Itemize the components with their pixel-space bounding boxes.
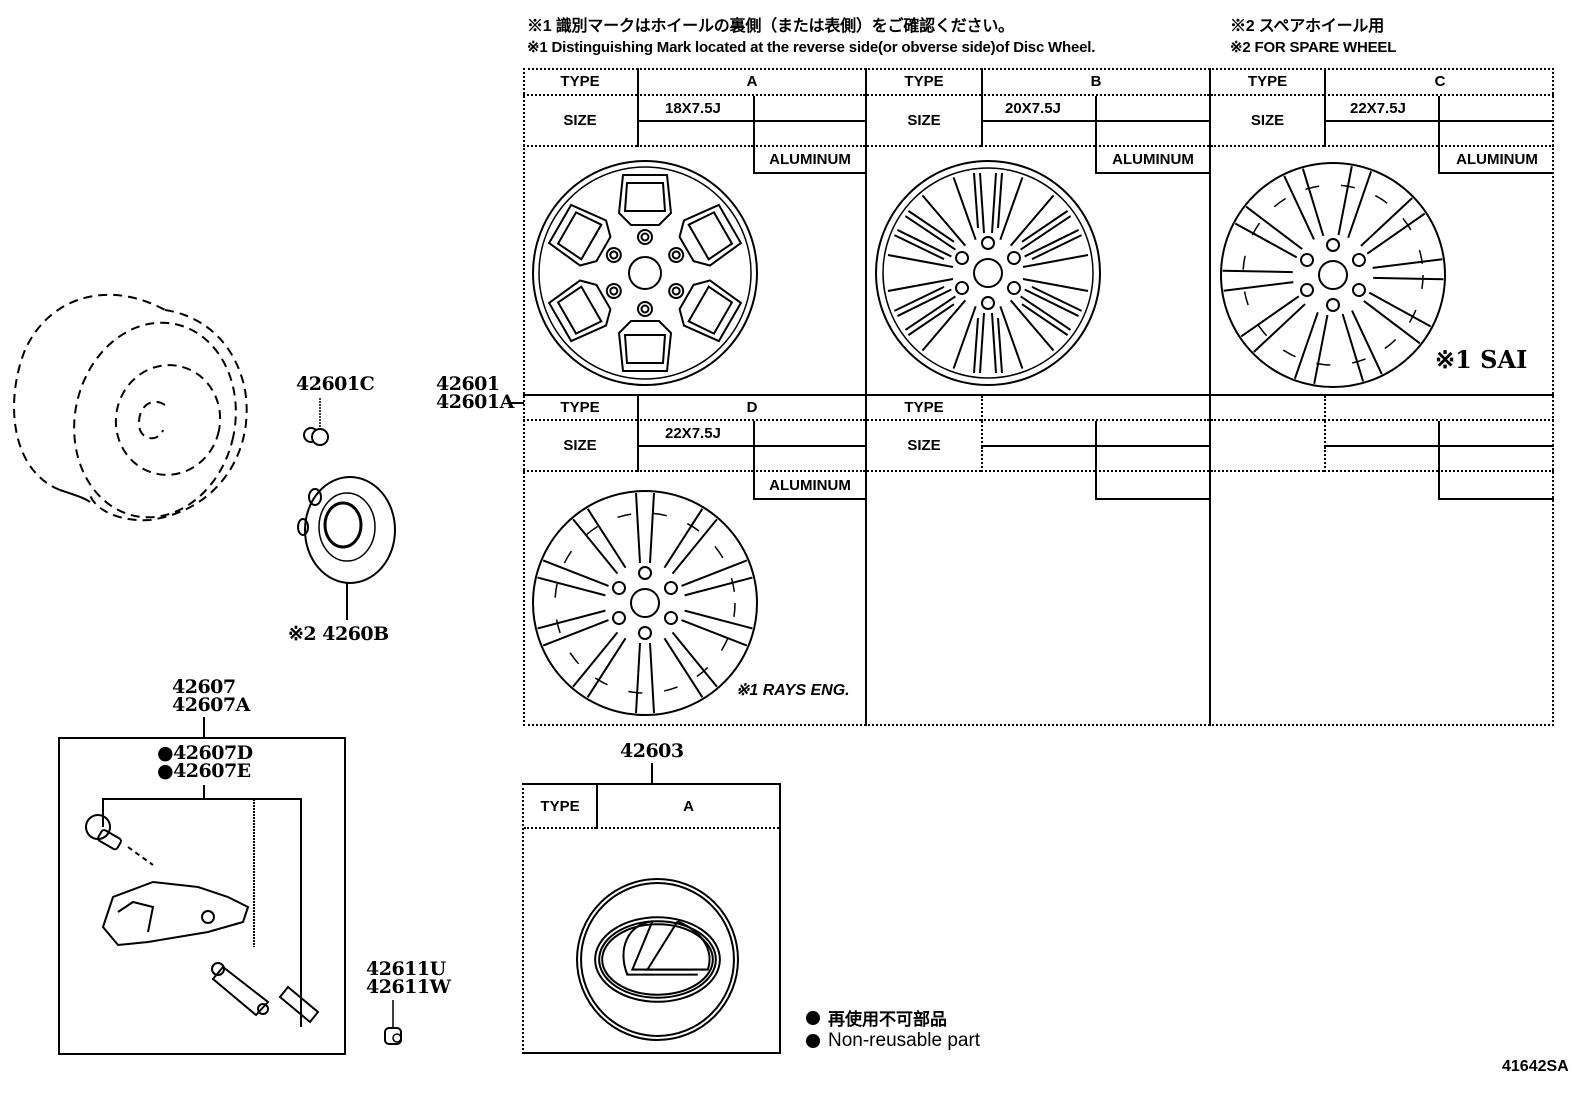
empty-cell <box>753 122 865 147</box>
size-label: SIZE <box>1211 96 1324 147</box>
empty-cell <box>1324 122 1438 147</box>
part-number-4260b[interactable]: ※2 4260B <box>288 623 389 645</box>
mark-rays-eng: ※1 RAYS ENG. <box>736 682 850 699</box>
empty-cell <box>1324 447 1438 472</box>
part-number-42607[interactable]: 42607 <box>172 676 236 698</box>
size-value-d: 22X7.5J <box>637 421 753 447</box>
type-label: TYPE <box>1211 68 1324 96</box>
empty-cell <box>1095 472 1209 500</box>
center-cap-table <box>522 783 781 1054</box>
part-number-42601[interactable]: 42601 <box>436 373 500 395</box>
size-value-c: 22X7.5J <box>1324 96 1438 122</box>
empty-cell <box>1438 96 1554 122</box>
table-divider <box>865 68 867 726</box>
material-c: ALUMINUM <box>1438 147 1554 174</box>
part-number-42611w[interactable]: 42611W <box>366 976 451 998</box>
empty-cell <box>1438 122 1554 147</box>
empty-cell <box>981 447 1095 472</box>
cap-type-value: A <box>596 785 779 829</box>
note2-jp: ※2 スペアホイール用 <box>1230 18 1385 35</box>
legend-en-text: Non-reusable part <box>828 1030 981 1051</box>
note2-en: ※2 FOR SPARE WHEEL <box>1230 39 1397 56</box>
note1-jp: ※1 識別マークはホイールの裏側（または表側）をご確認ください。 <box>527 18 1014 35</box>
bullet-icon <box>806 1010 820 1025</box>
empty-cell <box>1438 421 1554 447</box>
size-label: SIZE <box>523 421 637 472</box>
type-value-empty <box>981 396 1209 421</box>
size-label: SIZE <box>867 421 981 472</box>
part-number-42601c[interactable]: 42601C <box>296 373 375 395</box>
part-number-42601a[interactable]: 42601A <box>436 391 514 413</box>
type-value-c: C <box>1324 68 1554 96</box>
type-value-b: B <box>981 68 1209 96</box>
empty-cell <box>1095 447 1209 472</box>
empty-cell <box>1095 421 1209 447</box>
legend-jp: 再使用不可部品 <box>806 1005 947 1030</box>
leader-line <box>508 402 524 404</box>
empty-cell <box>1438 472 1554 500</box>
bullet-icon <box>806 1034 820 1048</box>
mark-sai: ※1 SAI <box>1435 345 1527 374</box>
valve-cap-icon <box>384 1000 402 1045</box>
type-value-d: D <box>637 396 865 421</box>
legend-en: Non-reusable part <box>806 1030 980 1052</box>
empty-cell <box>637 447 753 472</box>
part-number-42607a[interactable]: 42607A <box>172 694 250 716</box>
material-d: ALUMINUM <box>753 472 865 500</box>
cap-type-label: TYPE <box>524 785 596 829</box>
material-b: ALUMINUM <box>1095 147 1209 174</box>
wheel-d-illustration[interactable] <box>530 488 760 718</box>
empty-cell <box>1095 122 1209 147</box>
size-label: SIZE <box>867 96 981 147</box>
tpms-kit-box <box>58 737 346 1055</box>
wheel-a-illustration[interactable] <box>530 158 760 388</box>
size-value-b: 20X7.5J <box>981 96 1095 122</box>
wheel-c-illustration[interactable] <box>1218 160 1448 390</box>
wheel-b-illustration[interactable] <box>873 158 1103 388</box>
empty-cell <box>1324 396 1554 421</box>
empty-cell <box>1211 421 1324 472</box>
part-number-42611u[interactable]: 42611U <box>366 958 446 980</box>
empty-cell <box>753 447 865 472</box>
type-label: TYPE <box>867 68 981 96</box>
tpms-sensor-illustration <box>85 785 320 1027</box>
tire-illustration <box>13 293 248 522</box>
material-a: ALUMINUM <box>753 147 865 174</box>
spare-wheel-disc-icon <box>297 476 396 620</box>
part-number-42607e[interactable]: ●42607E <box>157 760 251 782</box>
legend-jp-text: 再使用不可部品 <box>828 1010 947 1029</box>
mark-sai-text: ※1 SAI <box>1435 345 1528 374</box>
empty-cell <box>1095 96 1209 122</box>
note1-en: ※1 Distinguishing Mark located at the re… <box>527 39 1096 56</box>
ornament-bolt-icon <box>303 398 329 446</box>
leader-line <box>651 763 653 784</box>
table-divider <box>523 394 1554 396</box>
type-value-a: A <box>637 68 865 96</box>
empty-cell <box>753 96 865 122</box>
empty-cell <box>981 421 1095 447</box>
empty-cell <box>981 122 1095 147</box>
size-label: SIZE <box>523 96 637 147</box>
size-value-a: 18X7.5J <box>637 96 753 122</box>
type-label: TYPE <box>867 396 981 421</box>
type-label: TYPE <box>523 396 637 421</box>
empty-cell <box>1438 447 1554 472</box>
empty-cell <box>753 421 865 447</box>
type-label: TYPE <box>523 68 637 96</box>
illustration-id: 41642SA <box>1502 1058 1569 1075</box>
table-divider <box>1209 68 1211 726</box>
wheel-table <box>523 68 1554 726</box>
empty-cell <box>1211 396 1324 421</box>
part-number-42603[interactable]: 42603 <box>620 740 684 762</box>
empty-cell <box>637 122 753 147</box>
lexus-center-cap-icon[interactable] <box>575 877 740 1042</box>
part-number-42607d[interactable]: ●42607D <box>157 742 253 764</box>
leader-line <box>203 717 205 738</box>
empty-cell <box>1324 421 1438 447</box>
